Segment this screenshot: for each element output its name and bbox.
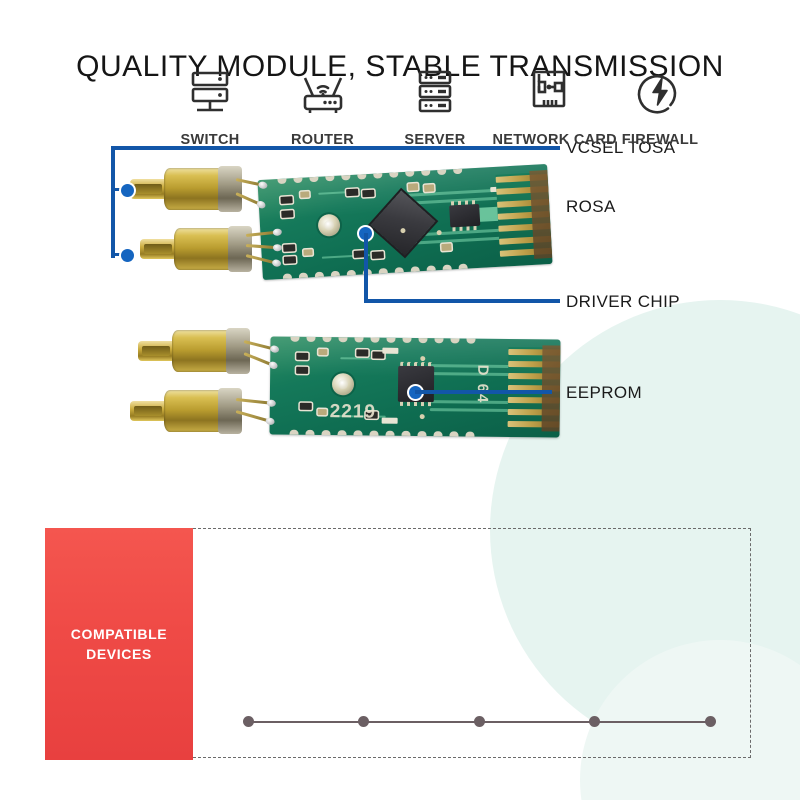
- device-item-switch[interactable]: SWITCH: [155, 60, 265, 148]
- callout-label-eeprom: EEPROM: [566, 383, 643, 402]
- badge-line-2: DEVICES: [86, 646, 152, 662]
- pcb-notches-bottom: [282, 263, 473, 279]
- device-label-firewall: FIREWALL: [621, 132, 699, 148]
- silkscreen-date-code: 2219: [329, 401, 377, 423]
- pcb-notches-top-2: [290, 336, 480, 344]
- page-title: QUALITY MODULE, STABLE TRANSMISSION: [76, 50, 724, 83]
- callout-label-vcsel-tosa: VCSEL TOSA: [566, 138, 676, 157]
- device-label-network-card: NETWORK CARD: [492, 132, 617, 148]
- product-photo-area: 2219 D 64: [0, 110, 800, 490]
- router-icon: [268, 60, 378, 118]
- transceiver-module-top: [130, 160, 553, 285]
- eeprom-ic: [397, 365, 435, 403]
- soic-ic-top: [449, 203, 481, 228]
- device-label-router: ROUTER: [290, 132, 355, 148]
- timeline-dot: [242, 716, 254, 727]
- timeline-dot: [704, 716, 716, 727]
- compatible-devices-badge: COMPATIBLE DEVICES: [45, 528, 193, 760]
- device-label-switch: SWITCH: [180, 132, 240, 148]
- device-label-server: SERVER: [404, 132, 466, 148]
- pcb-mount-hole-bottom: [331, 373, 355, 396]
- timeline-dot: [358, 716, 369, 727]
- compatible-devices-panel: COMPATIBLE DEVICES: [45, 528, 753, 760]
- silkscreen-part-mark: D 64: [473, 364, 492, 405]
- switch-icon: [155, 60, 265, 118]
- pcb-mount-hole-top: [317, 213, 341, 237]
- pcb-board-top: [257, 163, 553, 281]
- pcb-notches-bottom-2: [289, 429, 479, 437]
- transceiver-module-bottom: 2219 D 64: [130, 328, 561, 448]
- badge-line-1: COMPATIBLE: [70, 625, 168, 642]
- vcsel-tosa-connector: [130, 166, 262, 212]
- device-item-network-card[interactable]: NETWORK CARD: [492, 60, 617, 148]
- callout-label-driver-chip: DRIVER CHIP: [566, 292, 680, 311]
- compatible-devices-dashed-frame: [193, 528, 751, 758]
- timeline-dot: [589, 716, 600, 727]
- device-item-server[interactable]: SERVER: [380, 60, 490, 148]
- rosa-connector-2: [130, 388, 270, 434]
- pcb-board-bottom: 2219 D 64: [269, 336, 561, 438]
- device-item-router[interactable]: ROUTER: [268, 60, 378, 148]
- network-card-icon: [493, 60, 603, 118]
- server-icon: [380, 60, 490, 118]
- rosa-connector: [140, 226, 277, 272]
- device-list: SWITCH ROUTER: [155, 60, 715, 148]
- pcb-notches-top: [277, 168, 467, 185]
- firewall-icon: [605, 60, 715, 118]
- callout-label-rosa: ROSA: [566, 197, 616, 216]
- device-item-firewall[interactable]: FIREWALL: [605, 60, 715, 148]
- vcsel-tosa-connector-2: [138, 328, 274, 374]
- device-timeline: [242, 716, 716, 728]
- timeline-dot: [473, 716, 485, 727]
